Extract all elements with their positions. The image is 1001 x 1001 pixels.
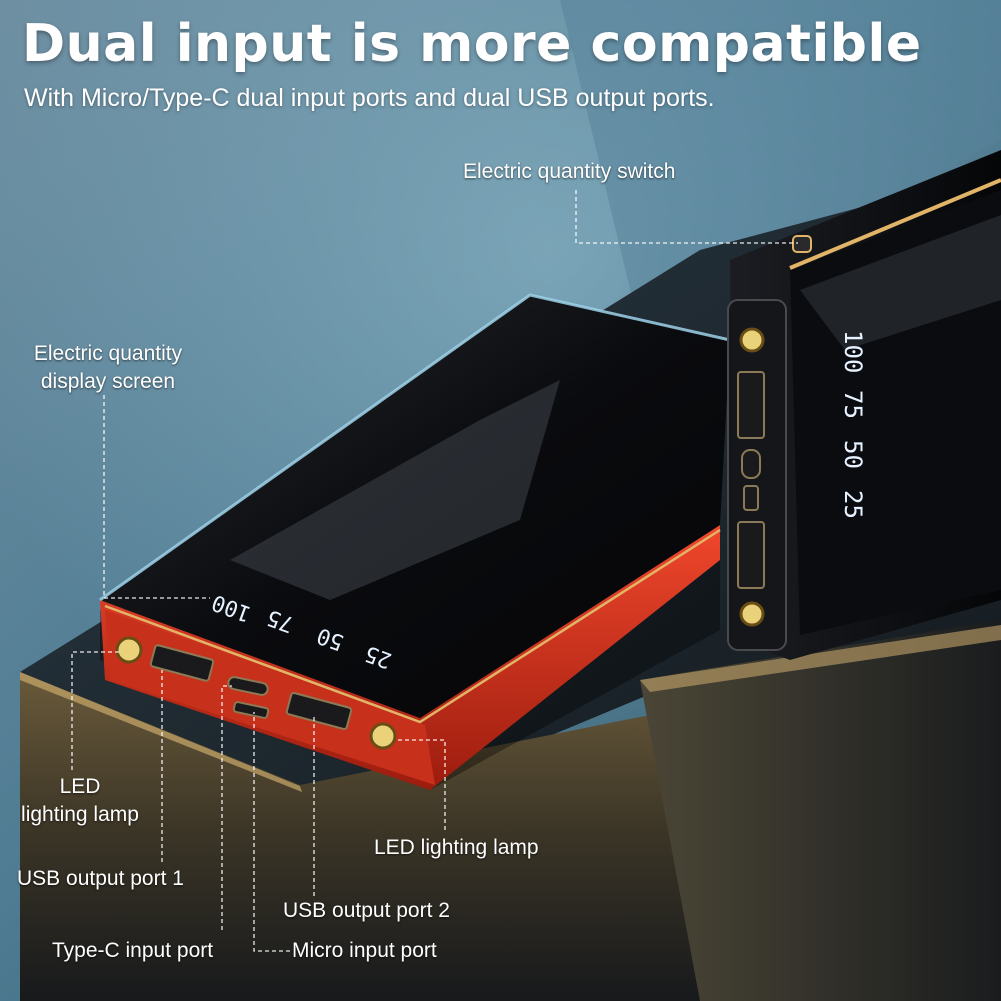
callout-display: Electric quantity display screen [18, 340, 198, 396]
glass-reflection [230, 380, 560, 600]
power-button-icon [792, 235, 812, 253]
led-lamp-icon [739, 601, 765, 627]
callout-micro: Micro input port [292, 939, 437, 962]
glass-edge-reflection [99, 293, 731, 602]
side-reading-2: 75 [839, 390, 867, 419]
side-gold-trim [789, 178, 1001, 270]
usb-port-icon [737, 521, 765, 589]
callout-led-left-line1: LED [59, 775, 101, 798]
led-lamp-icon [369, 722, 397, 750]
leader-micro [253, 712, 290, 952]
leader-switch [575, 190, 798, 244]
led-lamp-icon [739, 327, 765, 353]
callout-led-left-line2: lighting lamp [21, 803, 139, 826]
callout-switch: Electric quantity switch [463, 160, 676, 183]
micro-usb-port-icon [743, 485, 759, 511]
usb-port-icon [149, 644, 215, 682]
page-title: Dual input is more compatible [22, 14, 922, 74]
leader-lines [71, 190, 798, 952]
gold-trim [104, 528, 721, 724]
callout-led-right: LED lighting lamp [374, 836, 539, 859]
leader-display [103, 395, 210, 599]
usb-port-icon [285, 692, 353, 730]
callout-usb2: USB output port 2 [283, 899, 450, 922]
callout-display-line2: display screen [40, 370, 176, 393]
leader-led-left [71, 651, 120, 770]
callout-display-line1: Electric quantity [33, 342, 183, 365]
page-subtitle: With Micro/Type-C dual input ports and d… [24, 84, 715, 112]
table-right-face [640, 620, 1001, 1001]
callout-typec: Type-C input port [52, 939, 214, 962]
power-bank-front: 100 75 50 25 [99, 293, 731, 790]
usb-port-icon [737, 371, 765, 439]
side-reading-4: 25 [839, 490, 867, 519]
table-front-face [20, 672, 700, 1001]
leader-led-right [395, 739, 446, 830]
side-glass-reflection [800, 215, 1001, 350]
table-edge-line [20, 672, 302, 792]
callout-usb1: USB output port 1 [17, 867, 184, 890]
side-reading-3: 50 [839, 440, 867, 469]
side-reading-1: 100 [839, 330, 867, 373]
typec-port-icon [741, 449, 761, 479]
table-edge-highlight [640, 625, 1001, 692]
micro-usb-port-icon [232, 701, 270, 719]
callout-led-left: LED lighting lamp [10, 773, 150, 829]
power-bank-side: 100 75 50 25 [727, 150, 1001, 660]
led-lamp-icon [115, 636, 143, 664]
back-wall-panel [560, 0, 1001, 330]
typec-port-icon [227, 676, 269, 696]
